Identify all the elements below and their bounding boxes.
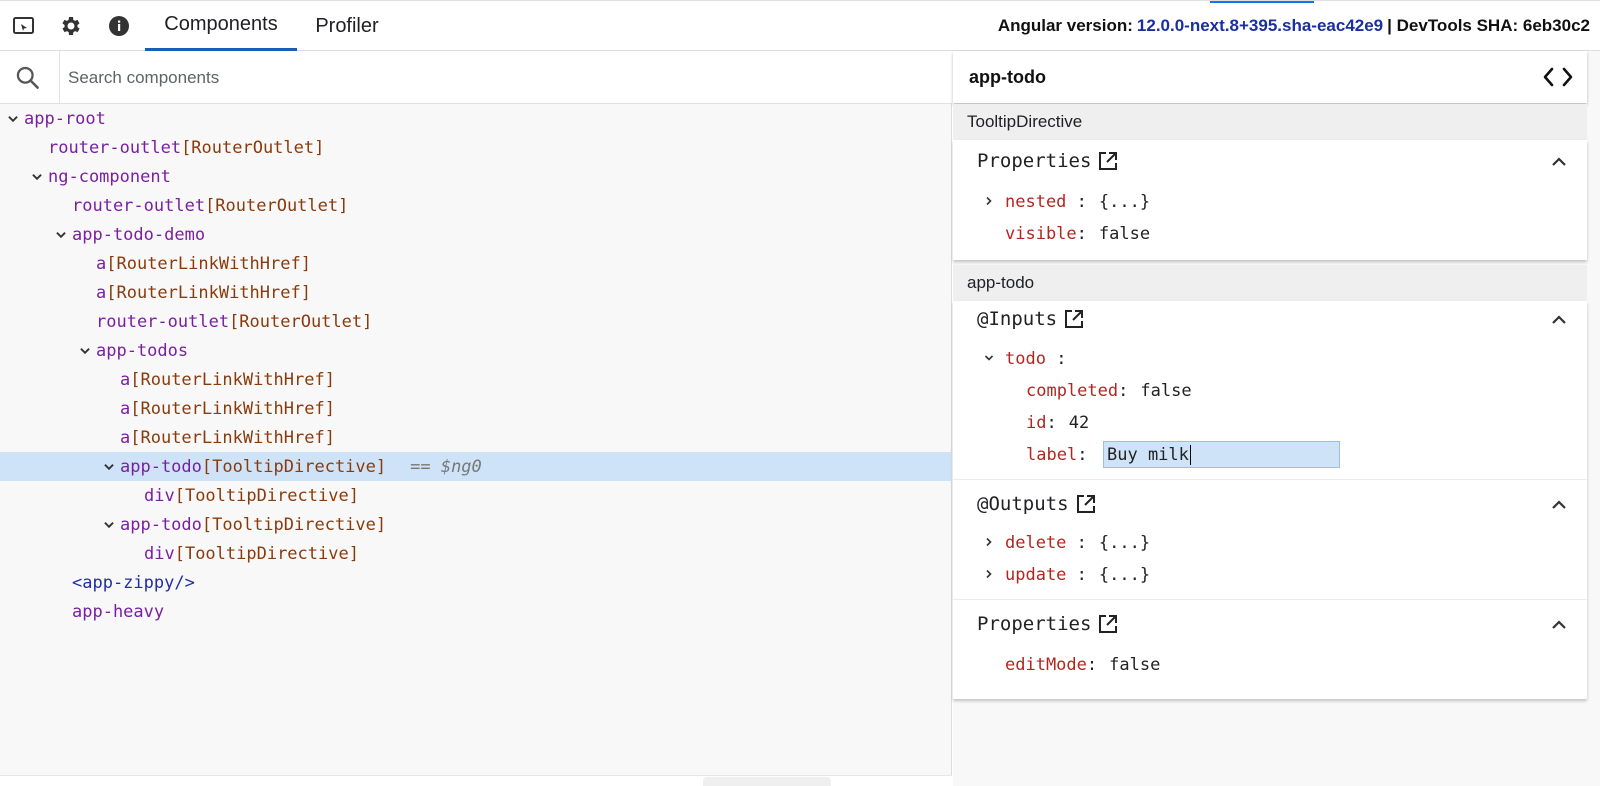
details-title: app-todo [969, 66, 1046, 87]
chevron-up-icon[interactable] [1549, 618, 1569, 632]
chevron-down-icon[interactable] [6, 112, 20, 126]
tree-node[interactable]: div[TooltipDirective] [144, 543, 359, 564]
chevron-up-icon[interactable] [1549, 155, 1569, 169]
chevron-up-icon[interactable] [1549, 498, 1569, 512]
text-caret [1189, 444, 1191, 465]
section-separator [953, 599, 1587, 600]
properties-section-title[interactable]: Properties [977, 150, 1119, 172]
tree-node-app-heavy[interactable]: app-heavy [72, 601, 165, 622]
chevron-right-icon[interactable] [983, 195, 995, 207]
tree-node[interactable]: a[RouterLinkWithHref] [96, 282, 311, 303]
prop-row-completed[interactable]: completed:false [1026, 381, 1192, 401]
chevron-down-icon[interactable] [78, 344, 92, 358]
open-external-icon[interactable] [1075, 493, 1097, 515]
info-icon[interactable] [106, 13, 132, 39]
chevron-right-icon[interactable] [983, 536, 995, 548]
prop-row-visible[interactable]: visible:false [1005, 224, 1151, 244]
tree-node[interactable]: a[RouterLinkWithHref] [96, 253, 311, 274]
tree-node[interactable]: div[TooltipDirective] [144, 485, 359, 506]
tree-node-app-zippy[interactable]: <app-zippy/> [72, 572, 195, 593]
prop-row-todo[interactable]: todo : [984, 347, 1066, 371]
prop-row-id[interactable]: id:42 [1026, 413, 1090, 433]
chevron-down-icon[interactable] [983, 352, 995, 364]
tree-node-app-todo[interactable]: app-todo[TooltipDirective] [0, 510, 952, 539]
top-toolbar: Components Profiler Angular version: 12.… [0, 0, 1600, 51]
tab-profiler[interactable]: Profiler [315, 14, 379, 37]
gear-icon[interactable] [58, 13, 84, 39]
component-tree: app-root router-outlet[RouterOutlet] ng-… [0, 104, 952, 626]
chevron-down-icon[interactable] [102, 460, 116, 474]
tree-node[interactable]: router-outlet[RouterOutlet] [96, 311, 373, 332]
outputs-section-title[interactable]: @Outputs [977, 493, 1097, 515]
tree-node-app-todo-demo[interactable]: app-todo-demo [0, 220, 952, 249]
horizontal-scrollbar[interactable] [0, 775, 952, 786]
properties-pane: app-todo TooltipDirective Properties nes… [953, 51, 1600, 786]
search-bar [0, 51, 952, 104]
prop-row-delete[interactable]: delete :{...} [986, 531, 1150, 555]
tab-components[interactable]: Components [145, 1, 297, 51]
console-ref-label: == $ng0 [410, 456, 482, 477]
directive-header-tooltip: TooltipDirective [953, 104, 1587, 140]
tree-node[interactable]: router-outlet[RouterOutlet] [72, 195, 349, 216]
version-label: Angular version: [997, 16, 1133, 35]
loading-indicator [1210, 1, 1314, 3]
prop-row-label[interactable]: label: [1026, 445, 1088, 465]
tree-node[interactable]: a[RouterLinkWithHref] [120, 369, 335, 390]
chevron-down-icon[interactable] [54, 228, 68, 242]
app-todo-panel: @Inputs todo : completed:false id:42 lab… [953, 301, 1587, 699]
prop-row-editmode[interactable]: editMode:false [1005, 655, 1161, 675]
search-divider [59, 51, 60, 104]
tree-node-selected[interactable]: app-todo[TooltipDirective] == $ng0 [0, 452, 952, 481]
prop-row-update[interactable]: update :{...} [986, 563, 1150, 587]
angular-version-link[interactable]: 12.0.0-next.8+395.sha-eac42e9 [1136, 16, 1384, 35]
version-info: Angular version: 12.0.0-next.8+395.sha-e… [998, 1, 1590, 51]
tree-node-ng-component[interactable]: ng-component [0, 162, 952, 191]
open-external-icon[interactable] [1063, 308, 1085, 330]
chevron-down-icon[interactable] [102, 518, 116, 532]
chevron-up-icon[interactable] [1549, 313, 1569, 327]
view-source-icon[interactable] [1541, 65, 1575, 89]
directive-header-app-todo: app-todo [953, 265, 1587, 301]
inputs-section-title[interactable]: @Inputs [977, 308, 1085, 330]
search-icon [16, 66, 39, 89]
tooltip-properties-panel: Properties nested :{...} visible:false [953, 140, 1587, 260]
component-tree-pane: app-root router-outlet[RouterOutlet] ng-… [0, 51, 952, 786]
tree-node[interactable]: a[RouterLinkWithHref] [120, 427, 335, 448]
tree-node-app-todos[interactable]: app-todos [0, 336, 952, 365]
devtools-sha: | DevTools SHA: 6eb30c2 [1387, 16, 1590, 35]
open-external-icon[interactable] [1097, 150, 1119, 172]
open-external-icon[interactable] [1097, 613, 1119, 635]
scrollbar-thumb[interactable] [703, 777, 831, 786]
prop-row-nested[interactable]: nested :{...} [986, 190, 1150, 214]
section-separator [953, 479, 1587, 480]
inspect-element-icon[interactable] [11, 13, 37, 39]
properties-section-title[interactable]: Properties [977, 613, 1119, 635]
tree-node[interactable]: router-outlet[RouterOutlet] [48, 137, 325, 158]
chevron-down-icon[interactable] [30, 170, 44, 184]
details-header: app-todo [953, 51, 1587, 103]
chevron-right-icon[interactable] [983, 568, 995, 580]
label-value-editor[interactable]: Buy milk [1103, 441, 1340, 468]
search-input[interactable] [68, 63, 928, 93]
tree-node[interactable]: a[RouterLinkWithHref] [120, 398, 335, 419]
tree-node-app-root[interactable]: app-root [0, 104, 952, 133]
